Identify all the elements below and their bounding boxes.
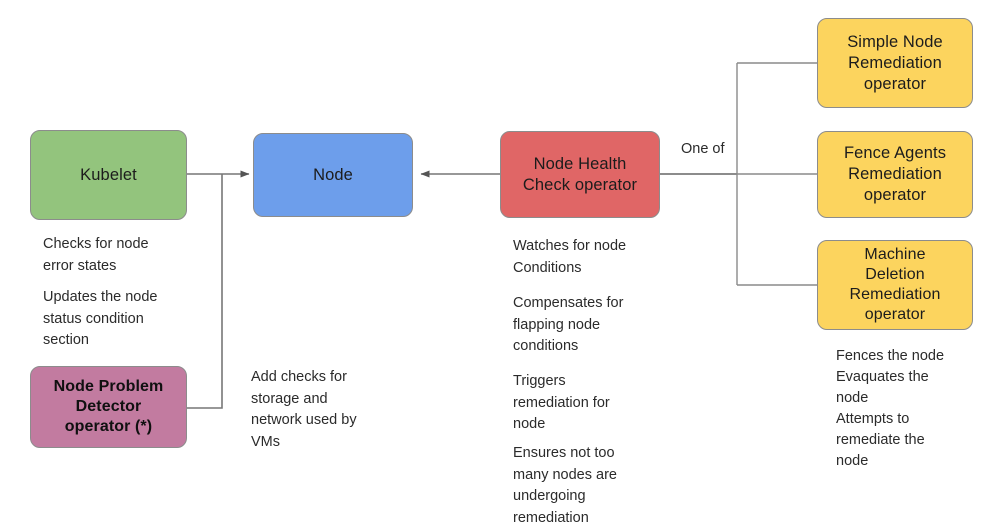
node-fence-agents-remediation-operator[interactable]: Fence Agents Remediation operator [817,131,973,218]
node-simple-node-remediation-operator-label: Simple Node Remediation operator [847,32,943,93]
node-node-health-check-operator[interactable]: Node Health Check operator [500,131,660,218]
node-node-health-check-operator-label: Node Health Check operator [522,154,638,194]
note-kubelet-checks: Checks for node error states [43,236,149,274]
note-kubelet-updates: Updates the node status condition sectio… [43,289,158,348]
node-machine-deletion-remediation-operator-label: Machine Deletion Remediation operator [849,246,941,323]
node-node-problem-detector-operator[interactable]: Node Problem Detector operator (*) [30,366,187,448]
node-machine-deletion-remediation-operator[interactable]: Machine Deletion Remediation operator [817,240,973,330]
node-kubelet[interactable]: Kubelet [30,130,187,220]
note-nhc-compensates: Compensates for flapping node conditions [513,295,624,354]
node-node[interactable]: Node [253,133,413,217]
note-node-problem-detector-checks: Add checks for storage and network used … [251,369,357,450]
node-fence-agents-remediation-operator-label: Fence Agents Remediation operator [843,144,947,204]
node-node-problem-detector-operator-label: Node Problem Detector operator (*) [53,378,164,435]
diagram-canvas: Kubelet Node Node Health Check operator … [30,18,973,526]
node-node-label: Node [313,165,353,184]
node-simple-node-remediation-operator[interactable]: Simple Node Remediation operator [817,18,973,108]
note-nhc-triggers: Triggers remediation for node [513,373,610,432]
edge-label-one-of: One of [679,140,727,158]
note-nhc-watches: Watches for node Conditions [513,238,627,276]
note-nhc-ensures: Ensures not too many nodes are undergoin… [513,445,617,526]
note-remediation-outcomes: Fences the node Evaquates the node Attem… [836,348,945,469]
node-kubelet-label: Kubelet [80,165,137,184]
